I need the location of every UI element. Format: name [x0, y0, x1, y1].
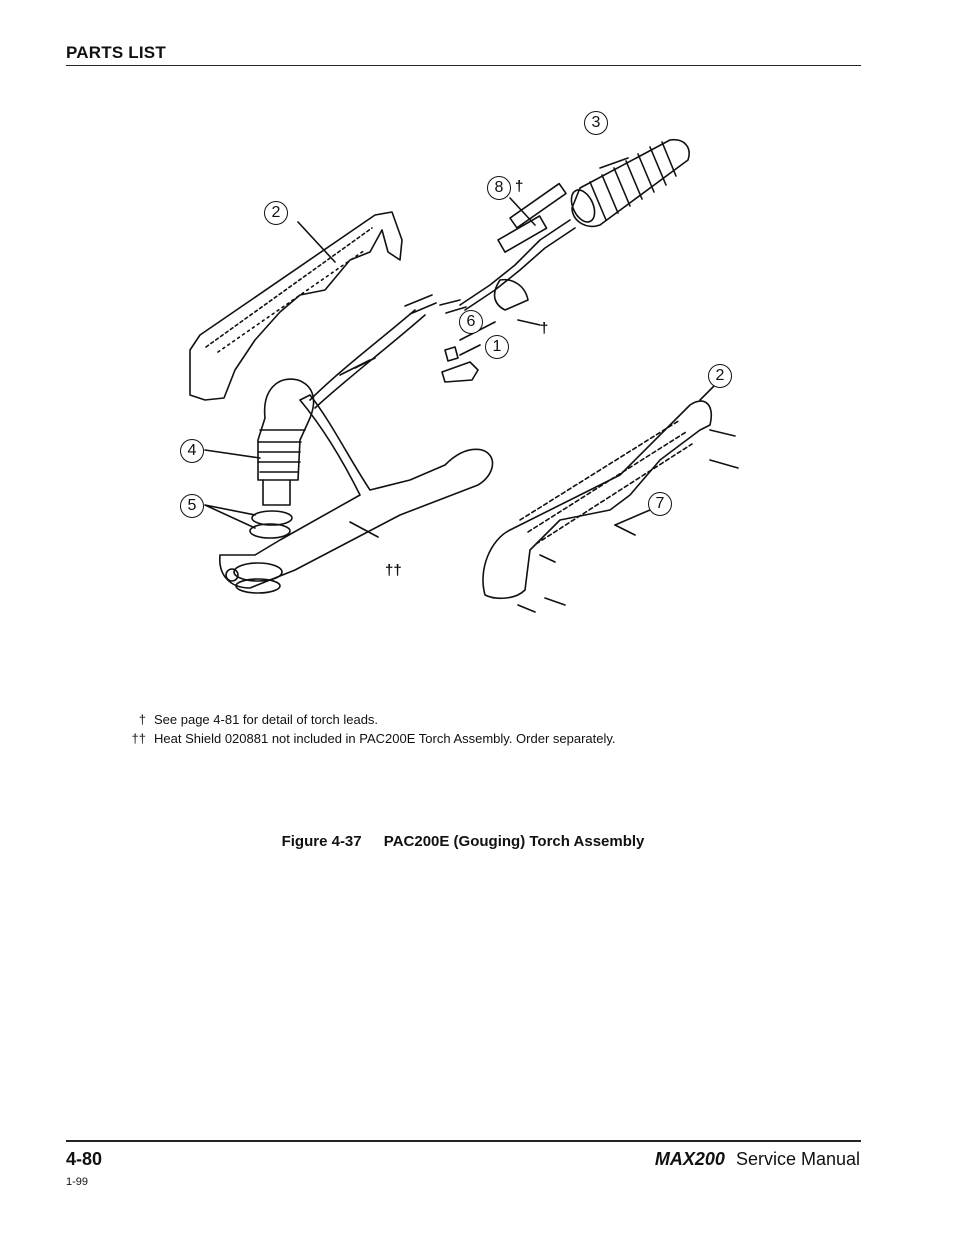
callout-4: 4: [180, 439, 204, 463]
figure-caption: Figure 4-37 PAC200E (Gouging) Torch Asse…: [0, 833, 926, 850]
heat-shield: [219, 394, 494, 589]
callout-8: 8: [487, 176, 511, 200]
dagger-mark: †: [515, 178, 524, 195]
right-handle-half: [482, 400, 712, 600]
header-rule: [66, 65, 861, 66]
figure-number: Figure 4-37: [281, 833, 362, 850]
torch-boot: [571, 138, 690, 227]
o-ring-bottom: [249, 523, 291, 539]
footnote-mark: ††: [131, 731, 146, 746]
callout-7: 7: [648, 492, 672, 516]
date-code: 1-99: [66, 1176, 89, 1188]
torch-head: [257, 378, 315, 481]
footnote-text: See page 4-81 for detail of torch leads.: [154, 712, 379, 727]
footnotes: † See page 4-81 for detail of torch lead…: [128, 710, 616, 748]
callout-2: 2: [264, 201, 288, 225]
manual-label: Service Manual: [735, 1149, 860, 1169]
left-handle-half: [189, 211, 403, 401]
dagger-mark: †: [540, 320, 549, 337]
torch-assembly-figure: 3 8 † 2 6 † 1 2 4 5 7 ††: [160, 100, 800, 620]
footnote-text: Heat Shield 020881 not included in PAC20…: [154, 731, 616, 746]
figure-title: PAC200E (Gouging) Torch Assembly: [383, 833, 645, 850]
callout-3: 3: [584, 111, 608, 135]
torch-exploded-drawing: [189, 138, 739, 613]
heat-shield-ring: [233, 562, 283, 582]
footnote: †† Heat Shield 020881 not included in PA…: [128, 729, 616, 748]
o-ring-top: [251, 510, 293, 526]
section-title: PARTS LIST: [66, 43, 166, 62]
double-dagger-mark: ††: [385, 562, 402, 579]
callout-6: 6: [459, 310, 483, 334]
torch-leads: [309, 294, 437, 409]
screws: [517, 429, 739, 613]
callout-5: 5: [180, 494, 204, 518]
product-name: MAX200: [654, 1149, 725, 1169]
page-number: 4-80: [66, 1149, 103, 1169]
footnote-mark: †: [138, 712, 146, 727]
manual-title: MAX200 Service Manual: [655, 1149, 860, 1170]
callout-2: 2: [708, 364, 732, 388]
callout-1: 1: [485, 335, 509, 359]
footnote: † See page 4-81 for detail of torch lead…: [128, 710, 616, 729]
footer-rule: [66, 1140, 861, 1142]
